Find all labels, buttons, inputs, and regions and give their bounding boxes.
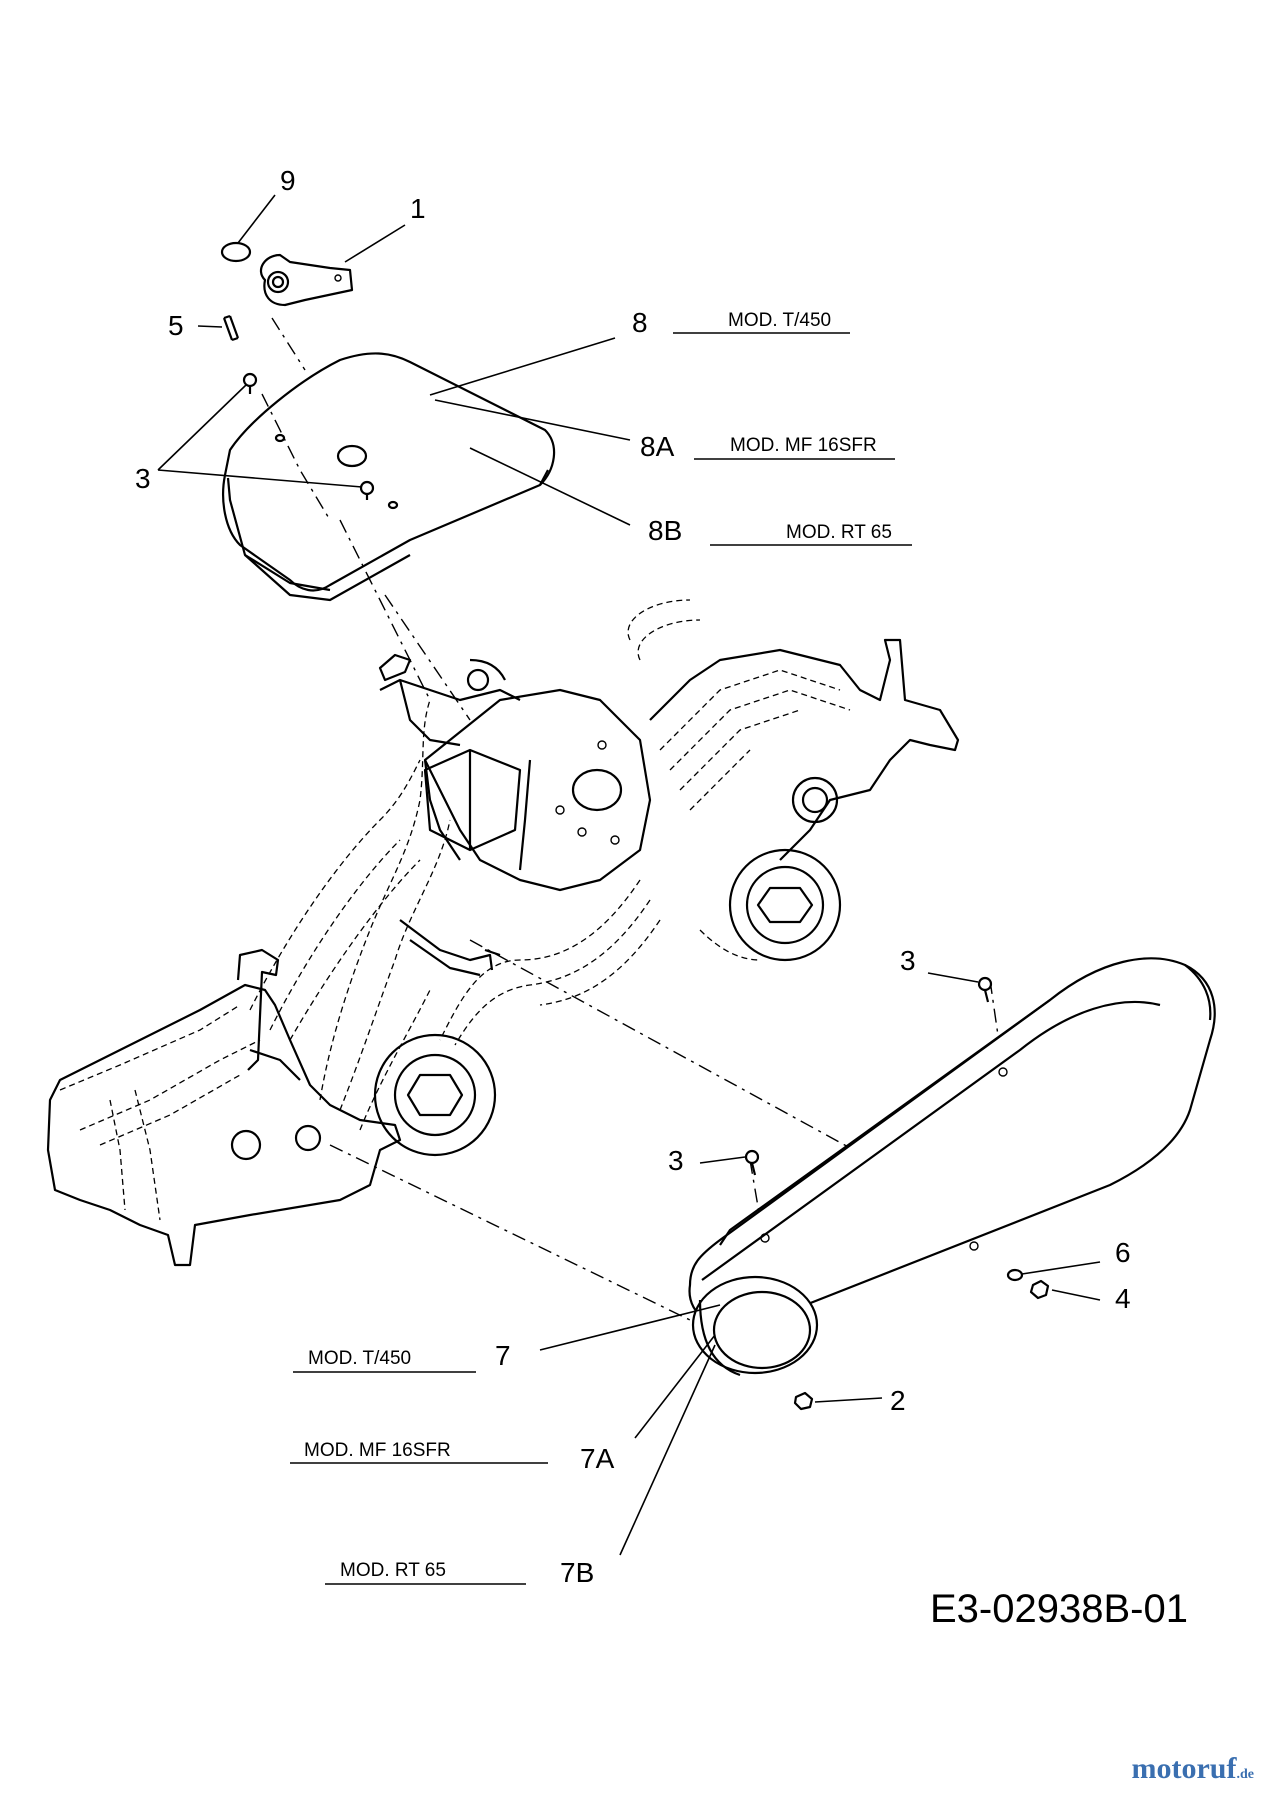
screw-part-3-drive <box>744 976 993 1176</box>
cover-part-8 <box>222 352 556 602</box>
callout-8a: 8A <box>640 431 675 462</box>
logo-text: motoruf <box>1131 1752 1237 1785</box>
cap-part-9 <box>220 241 252 263</box>
drive-cover-part-7 <box>688 957 1216 1377</box>
callout-9: 9 <box>280 165 296 196</box>
callout-6: 6 <box>1115 1237 1131 1268</box>
callout-5: 5 <box>168 310 184 341</box>
motoruf-logo: motoruf.de <box>1132 1752 1254 1786</box>
leader-lines <box>157 194 1101 1556</box>
model-label-8a: MOD. MF 16SFR <box>730 435 877 456</box>
logo-tld: .de <box>1236 1767 1255 1782</box>
callout-8b: 8B <box>648 515 682 546</box>
callout-1: 1 <box>410 193 426 224</box>
callout-3-mid: 3 <box>668 1145 684 1176</box>
model-label-7a: MOD. MF 16SFR <box>304 1440 451 1461</box>
pin-part-5 <box>222 314 240 342</box>
bolt-part-2 <box>793 1391 814 1411</box>
callout-4: 4 <box>1115 1283 1131 1314</box>
chain-case-housing <box>46 599 960 1267</box>
callout-7b: 7B <box>560 1557 594 1588</box>
screw-part-3-cover <box>242 372 375 500</box>
model-label-8: MOD. T/450 <box>728 310 831 331</box>
washer-part-6 <box>1006 1268 1024 1282</box>
callout-7a: 7A <box>580 1443 615 1474</box>
callout-3-top: 3 <box>135 463 151 494</box>
model-label-7: MOD. T/450 <box>308 1348 411 1369</box>
callout-3-right: 3 <box>900 945 916 976</box>
callout-8: 8 <box>632 307 648 338</box>
callout-7: 7 <box>495 1340 511 1371</box>
model-label-7b: MOD. RT 65 <box>340 1560 446 1581</box>
callout-2: 2 <box>890 1385 906 1416</box>
nut-part-4 <box>1029 1279 1050 1300</box>
lever-part-1 <box>259 253 354 307</box>
model-label-8b: MOD. RT 65 <box>786 522 892 543</box>
model-underlines <box>290 332 912 1585</box>
drawing-reference-number: E3-02938B-01 <box>930 1587 1188 1631</box>
